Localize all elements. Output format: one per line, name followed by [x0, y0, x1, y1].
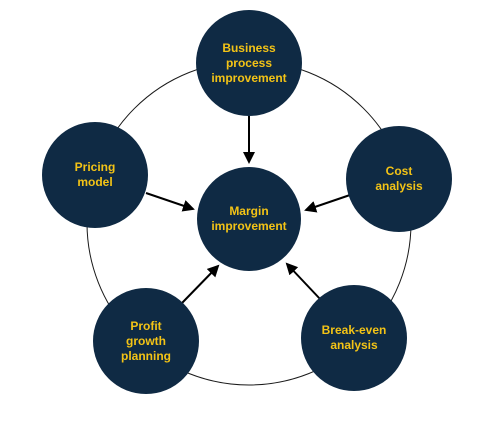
node-label-cost-analysis: Cost analysis [375, 164, 423, 193]
node-label-profit-growth-planning: Profit growth planning [121, 318, 171, 363]
node-label-pricing-model: Pricing model [74, 160, 116, 189]
arrow-right-to-center [304, 194, 351, 213]
node-label-business-process-improvement: Business process improvement [211, 40, 287, 85]
node-business-process-improvement: Business process improvement [196, 10, 302, 116]
node-cost-analysis: Cost analysis [346, 126, 452, 232]
node-pricing-model: Pricing model [42, 122, 148, 228]
arrow-bottom-left-to-center [181, 264, 220, 304]
arrow-bottom-right-to-center [285, 262, 322, 301]
node-label-break-even-analysis: Break-even analysis [321, 323, 387, 352]
node-break-even-analysis: Break-even analysis [301, 285, 407, 391]
node-label-margin-improvement: Margin improvement [211, 204, 287, 233]
arrow-left-to-center [145, 192, 195, 212]
node-margin-improvement: Margin improvement [197, 167, 301, 271]
node-profit-growth-planning: Profit growth planning [93, 288, 199, 394]
